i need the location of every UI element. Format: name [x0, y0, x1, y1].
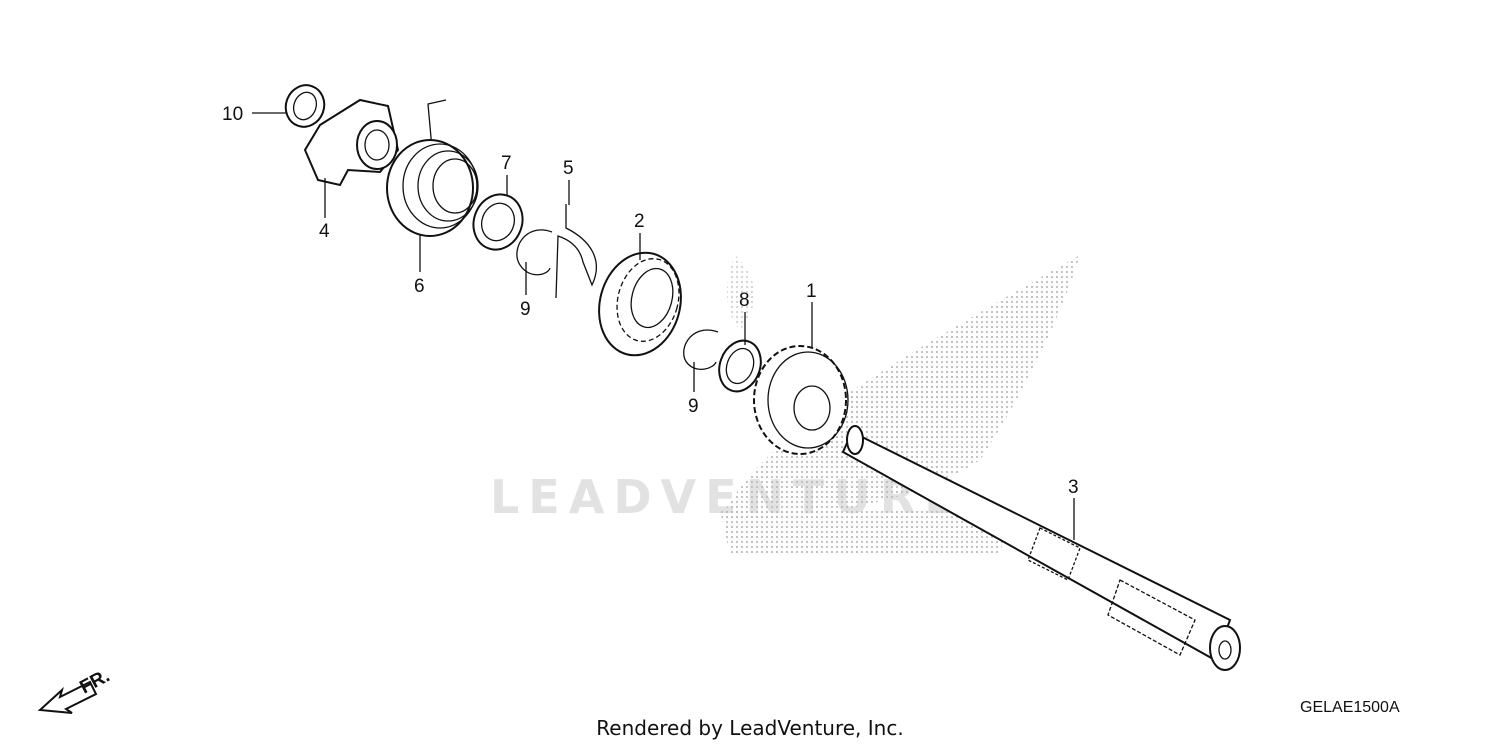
part-washer-7	[472, 193, 524, 251]
callout-1[interactable]: 1	[806, 281, 817, 302]
part-circlip-9b	[683, 329, 719, 370]
part-circlip-9a	[516, 229, 553, 276]
callout-2[interactable]: 2	[634, 211, 645, 232]
callout-5[interactable]: 5	[563, 158, 574, 179]
callout-7[interactable]: 7	[501, 153, 512, 174]
callout-3[interactable]: 3	[1068, 477, 1079, 498]
front-arrow-icon: FR.	[37, 666, 113, 714]
callout-9-upper[interactable]: 9	[520, 299, 531, 320]
part-idle-gear-1	[753, 345, 849, 455]
footer-credit: Rendered by LeadVenture, Inc.	[596, 716, 904, 740]
part-snap-ring-10	[284, 84, 326, 128]
callout-10[interactable]: 10	[222, 104, 243, 125]
leader-lines	[252, 112, 1075, 540]
diagram-code: GELAE1500A	[1300, 699, 1400, 716]
callout-9-lower[interactable]: 9	[688, 396, 699, 417]
part-ratchet-gear-2	[598, 251, 682, 357]
callout-8[interactable]: 8	[739, 290, 750, 311]
part-washer-8	[718, 339, 762, 393]
part-spring-clip-5	[555, 204, 597, 299]
callout-4[interactable]: 4	[319, 221, 330, 242]
part-ratchet-4	[303, 98, 400, 187]
honda-wing-watermark	[720, 255, 1080, 555]
part-kick-spring-6	[386, 99, 479, 237]
callout-6[interactable]: 6	[414, 276, 425, 297]
part-spindle-3	[841, 425, 1241, 671]
